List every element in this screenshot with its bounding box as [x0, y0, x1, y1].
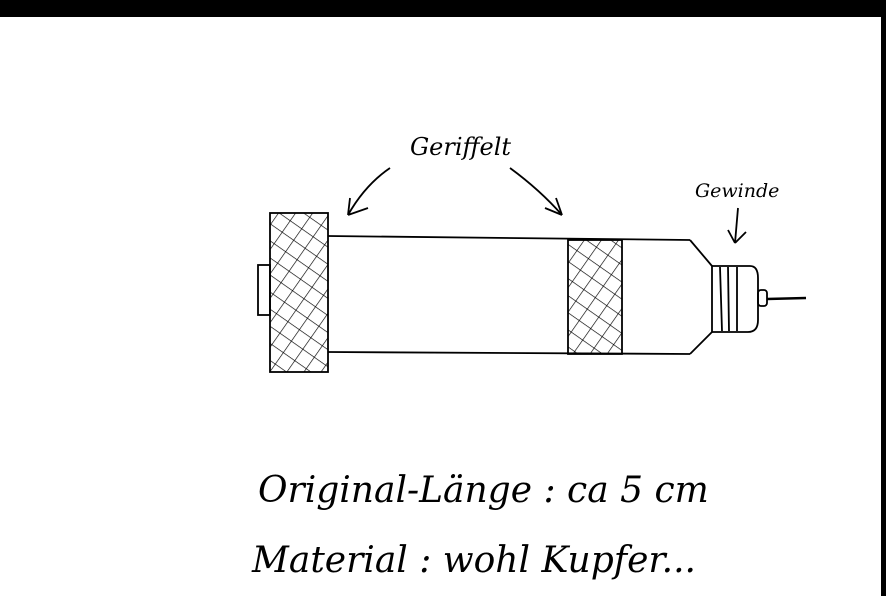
arrow-right	[509, 167, 563, 216]
taper	[689, 239, 713, 267]
knurled-cap	[269, 212, 329, 373]
note-length: Original-Länge : ca 5 cm	[258, 470, 709, 511]
label-thread: Gewinde	[695, 180, 779, 202]
tip-nub	[757, 289, 768, 307]
thread-line	[727, 266, 730, 332]
threaded-tip	[711, 265, 759, 333]
wire	[766, 296, 807, 301]
label-knurled: Geriffelt	[410, 133, 511, 161]
knurled-band	[567, 239, 623, 355]
taper-bottom	[689, 331, 713, 355]
thread-line	[719, 266, 723, 332]
note-material: Material : wohl Kupfer...	[251, 540, 696, 581]
end-tab	[257, 264, 271, 316]
scan-border-top	[0, 0, 886, 17]
body-top-edge	[327, 235, 691, 241]
arrow-thread	[727, 207, 747, 244]
scan-border-right	[881, 17, 886, 596]
body-bottom-edge	[327, 351, 691, 355]
arrow-left	[347, 167, 391, 216]
